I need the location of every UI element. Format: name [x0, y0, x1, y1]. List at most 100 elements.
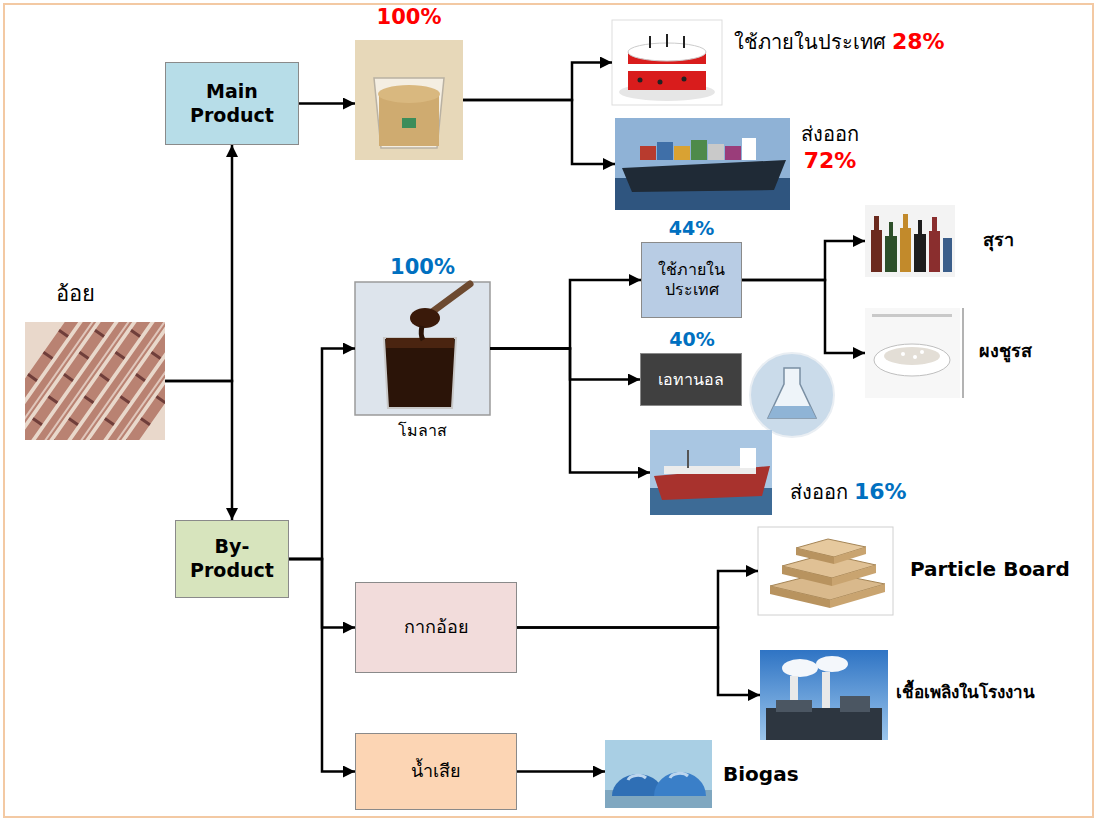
label-group: ส่งออก16%	[790, 478, 907, 506]
label-group: 100%	[355, 4, 463, 30]
flow-arrow	[289, 349, 355, 560]
process-box: กากอ้อย	[355, 582, 517, 673]
node-label: 40%	[669, 328, 714, 352]
label-group: ใช้ภายในประเทศ28%	[734, 28, 945, 56]
flow-arrow	[490, 349, 650, 473]
container-ship-picture	[657, 142, 673, 160]
flow-arrow	[463, 100, 615, 164]
flow-arrow	[165, 145, 232, 381]
node-label: By- Product	[182, 535, 282, 583]
liquor-picture	[929, 231, 940, 272]
node-label: โมลาส	[398, 421, 447, 441]
process-box: By- Product	[175, 520, 289, 598]
picture-node: ส่งออก72%	[615, 118, 790, 210]
flow-arrow	[490, 280, 641, 349]
container-ship-picture	[622, 160, 786, 192]
particle-board-picture	[770, 586, 830, 608]
flow-arrow	[463, 63, 612, 101]
cake-picture	[682, 77, 687, 82]
container-ship-picture	[615, 118, 790, 210]
flow-arrow	[289, 559, 355, 772]
msg-picture	[901, 352, 905, 356]
particle-board-picture	[832, 565, 876, 586]
sugarcane-picture	[42, 322, 132, 440]
molasses-picture	[355, 282, 490, 415]
picture-node: สุรา	[865, 205, 955, 277]
sugarcane-picture	[25, 322, 111, 440]
power-plant-picture	[776, 700, 812, 712]
ethanol-flask-picture	[750, 353, 834, 437]
liquor-picture	[903, 214, 908, 229]
container-ship-picture	[615, 118, 790, 210]
liquor-picture	[889, 222, 893, 237]
molasses-picture	[384, 338, 456, 408]
molasses-picture	[355, 282, 490, 415]
sugarcane-picture	[25, 322, 165, 440]
particle-board-picture	[830, 584, 885, 608]
ethanol-flask-picture	[768, 368, 816, 418]
molasses-picture	[410, 308, 440, 328]
node-label: กากอ้อย	[404, 616, 469, 639]
cake-picture	[612, 20, 722, 105]
flow-arrow	[517, 571, 758, 628]
node-label: 100%	[390, 254, 455, 280]
label-group: ผงชูรส	[979, 340, 1032, 363]
flow-arrow	[517, 770, 605, 773]
label-group: 44%	[642, 217, 741, 241]
label-group: 100%	[355, 254, 490, 280]
label-group: 40%	[641, 328, 743, 352]
tanker-picture	[650, 430, 772, 515]
cake-picture	[638, 78, 643, 83]
flow-arrow	[490, 349, 640, 380]
liquor-picture	[865, 205, 955, 277]
sugarcane-picture	[111, 322, 165, 440]
container-ship-picture	[742, 138, 756, 160]
picture-node: 100%	[355, 40, 463, 160]
sugar-picture	[355, 40, 463, 160]
biogas-picture	[605, 740, 712, 808]
liquor-picture	[874, 216, 879, 231]
node-label: Biogas	[723, 762, 799, 787]
power-plant-picture	[840, 696, 870, 712]
sugar-picture	[374, 78, 444, 148]
label-group: Particle Board	[910, 557, 1070, 582]
label-group: เชื้อเพลิงในโรงงาน	[896, 682, 1035, 703]
molasses-picture	[432, 284, 470, 312]
container-ship-picture	[640, 146, 656, 160]
particle-board-picture	[758, 527, 893, 615]
sugarcane-picture	[57, 322, 147, 440]
label-group: Biogas	[723, 762, 799, 787]
label-group: ส่งออก72%	[801, 122, 859, 175]
picture-node: ผงชูรส	[865, 308, 960, 398]
sugarcane-picture	[114, 322, 165, 440]
container-ship-picture	[674, 146, 690, 160]
biogas-picture	[628, 775, 646, 780]
cake-picture	[658, 80, 663, 85]
picture-node: Particle Board	[758, 527, 893, 615]
liquor-picture	[943, 238, 952, 272]
msg-picture	[865, 308, 960, 398]
process-box: น้ำเสีย	[355, 733, 517, 810]
liquor-picture	[865, 205, 955, 277]
power-plant-picture	[766, 708, 882, 740]
node-label: ส่งออก	[801, 122, 859, 147]
liquor-picture	[932, 217, 937, 232]
liquor-picture	[871, 230, 882, 272]
cake-picture	[683, 36, 685, 48]
node-label: 44%	[669, 217, 714, 241]
sugarcane-picture	[25, 322, 96, 440]
picture-node: Biogas	[605, 740, 712, 808]
particle-board-picture	[782, 566, 832, 586]
msg-picture	[920, 350, 924, 354]
liquor-picture	[885, 236, 897, 272]
sugar-picture	[355, 40, 463, 160]
msg-picture	[872, 314, 952, 317]
node-label: น้ำเสีย	[411, 760, 461, 783]
flow-arrow	[742, 241, 865, 280]
particle-board-picture	[796, 548, 834, 564]
sugarcane-picture	[78, 322, 165, 440]
process-box: Main Product	[165, 62, 299, 145]
biogas-picture	[670, 773, 688, 778]
ethanol-flask-picture	[750, 353, 834, 437]
